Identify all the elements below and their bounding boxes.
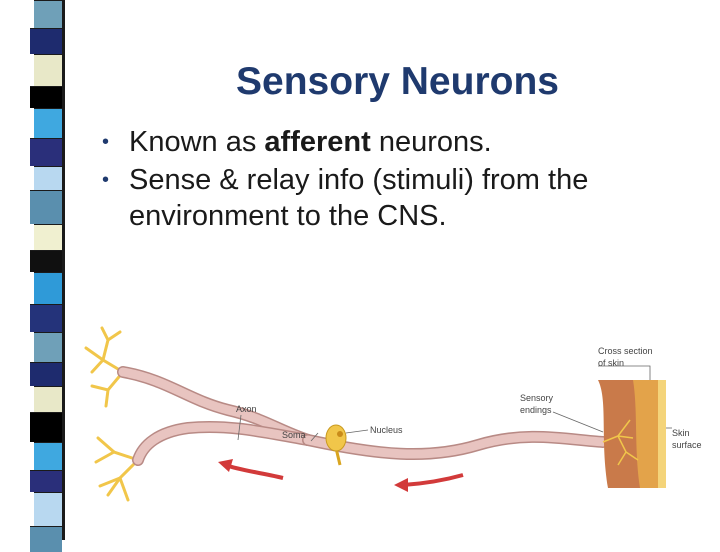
label-axon: Axon (236, 404, 257, 414)
stripe-block (34, 108, 62, 138)
soma (325, 424, 347, 466)
stripe-block (34, 332, 62, 362)
bullet-dot: • (102, 131, 110, 153)
stripe-block (30, 412, 62, 442)
bullet-dot: • (102, 169, 110, 191)
stripe-block (30, 138, 62, 166)
stripe-block (30, 250, 62, 272)
decorative-stripe (0, 0, 72, 552)
stripe-block (30, 470, 62, 492)
stripe-block (30, 362, 62, 386)
stripe-block (30, 304, 62, 332)
direction-arrow-right (394, 473, 464, 492)
sensory-neuron-diagram: Axon Soma Nucleus Sensory endings Cross … (84, 326, 702, 502)
stripe-block (30, 190, 62, 224)
skin-cross-section (598, 380, 666, 488)
stripe-block (34, 386, 62, 412)
direction-arrow-left (218, 459, 284, 480)
stripe-edge (62, 0, 65, 540)
stripe-block (34, 166, 62, 190)
stripe-block (34, 492, 62, 526)
nucleus (337, 431, 343, 437)
label-skin-surface-1: Skin (672, 428, 690, 438)
bullet-text-pre: Sense & relay info (stimuli) from the en… (129, 164, 589, 232)
stripe-block (30, 526, 62, 552)
stripe-block (34, 224, 62, 250)
stripe-block (30, 28, 62, 54)
bullet-item-2: • Sense & relay info (stimuli) from the … (102, 162, 702, 234)
bullet-list: • Known as afferent neurons. • Sense & r… (102, 124, 702, 236)
label-soma: Soma (282, 430, 306, 440)
label-skin-surface-2: surface (672, 440, 702, 450)
stripe-block (34, 54, 62, 86)
bullet-text-post: neurons. (370, 126, 492, 158)
label-nucleus: Nucleus (370, 425, 403, 435)
label-sensory-endings-2: endings (520, 405, 552, 415)
label-cross-section-2: of skin (598, 358, 624, 368)
stripe-block (34, 272, 62, 304)
dendrites-lower (94, 436, 140, 502)
label-cross-section-1: Cross section (598, 346, 653, 356)
stripe-block (34, 0, 62, 28)
bullet-text-bold: afferent (264, 126, 371, 158)
bullet-item-1: • Known as afferent neurons. (102, 124, 702, 160)
label-sensory-endings-1: Sensory (520, 393, 554, 403)
dendrites-upper (84, 326, 125, 408)
stripe-block (34, 442, 62, 470)
slide-title: Sensory Neurons (236, 60, 559, 103)
bullet-text-pre: Known as (129, 126, 265, 158)
stripe-block (30, 86, 62, 108)
